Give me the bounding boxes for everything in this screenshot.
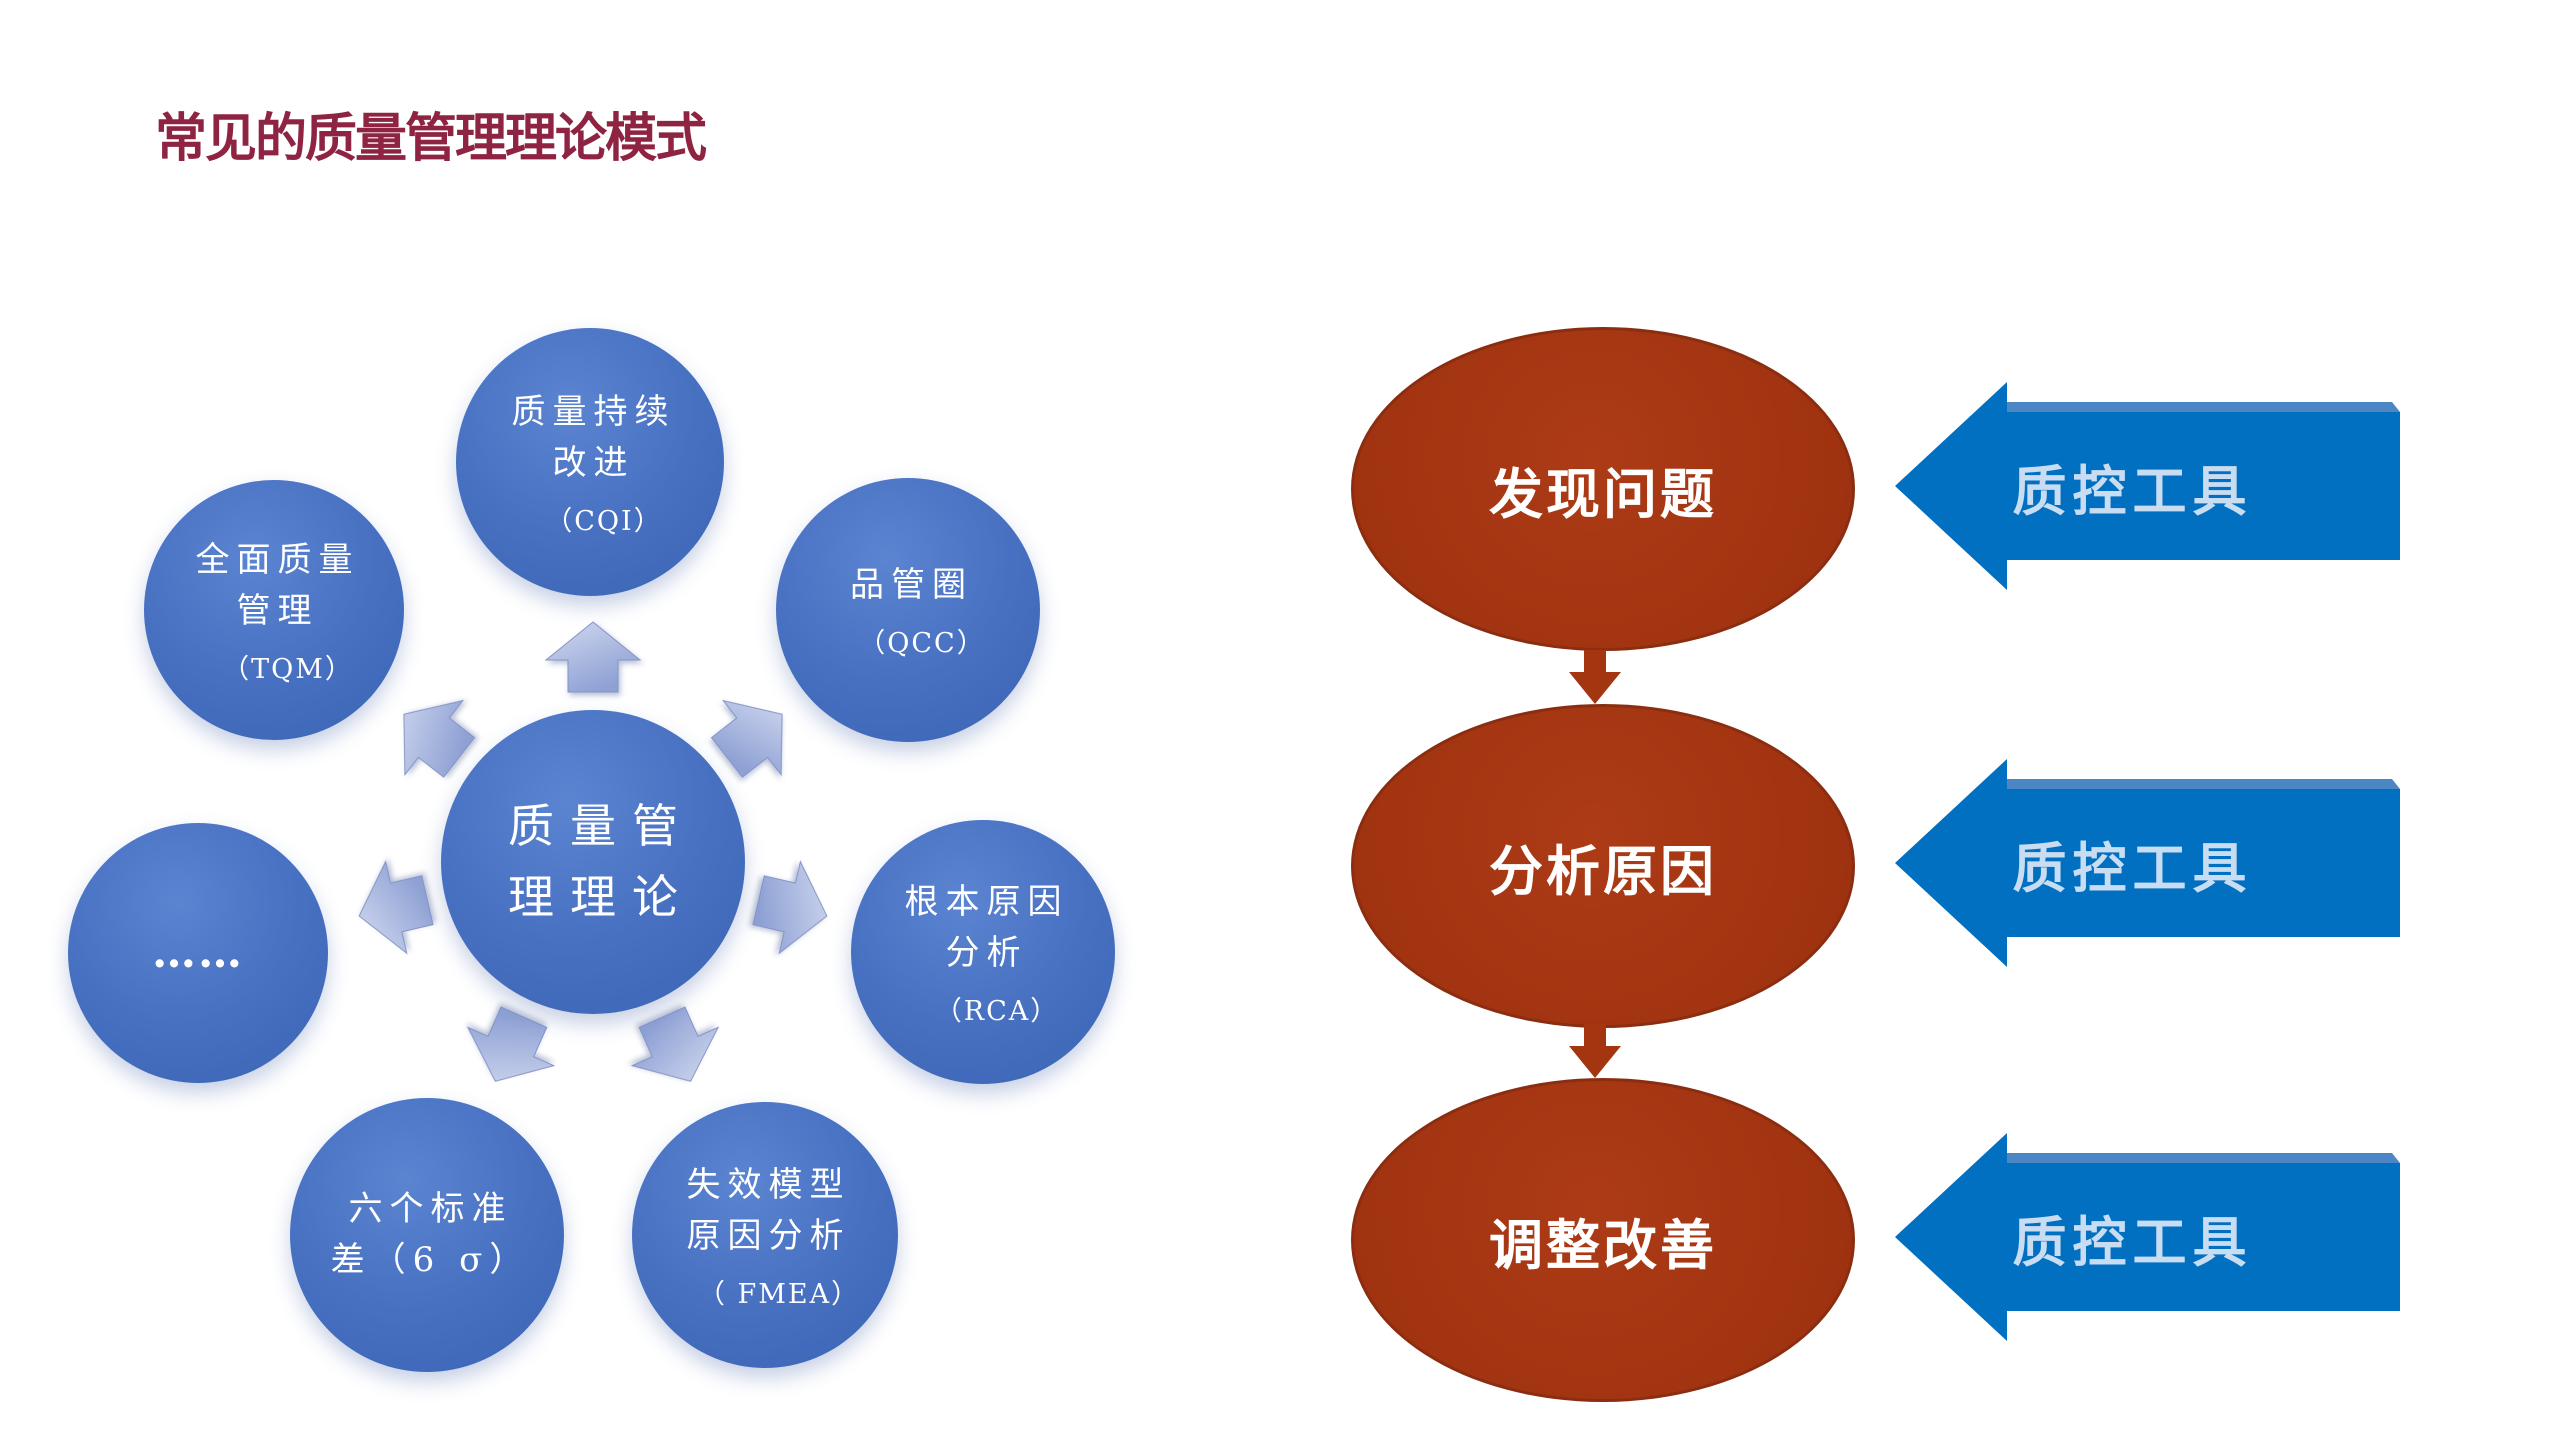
circle-abbr: （TQM） — [222, 653, 354, 685]
hub-circle-fmea: 失效模型 原因分析 （ FMEA） — [632, 1102, 898, 1368]
hub-center-line2: 理理论 — [508, 870, 694, 924]
radial-arrow-left-icon — [347, 851, 440, 965]
hub-circle-center: 质量管 理理论 — [441, 710, 745, 1014]
radial-arrow-upper-right-icon — [695, 674, 813, 797]
tool-arrow-1: 质控工具 — [1895, 374, 2400, 598]
circle-label: 差（6 σ） — [330, 1240, 531, 1280]
radial-arrow-up-icon — [543, 621, 643, 693]
step-ellipse-2: 分析原因 — [1351, 704, 1855, 1028]
left-arrow-icon — [1895, 759, 2400, 967]
tool-label: 质控工具 — [2012, 838, 2253, 899]
circle-label: 根本原因 — [904, 881, 1069, 922]
hub-circle-cqi: 质量持续 改进 （CQI） — [456, 328, 724, 596]
circle-abbr: （CQI） — [545, 505, 663, 537]
left-arrow-icon — [1895, 382, 2400, 590]
step-label: 分析原因 — [1489, 841, 1717, 902]
hub-circle-tqm: 全面质量 管理 （TQM） — [144, 480, 404, 740]
step-ellipse-1: 发现问题 — [1351, 327, 1855, 651]
hub-circle-others: …… — [68, 823, 328, 1083]
circle-label: 分析 — [945, 932, 1028, 973]
down-arrow-icon — [1565, 1024, 1625, 1078]
hub-circle-qcc: 品管圈 （QCC） — [776, 478, 1040, 742]
down-arrow-icon — [1565, 650, 1625, 704]
circle-label: 全面质量 — [195, 539, 360, 580]
radial-arrow-lower-left-icon — [449, 996, 570, 1102]
step-ellipse-3: 调整改善 — [1351, 1078, 1855, 1402]
radial-arrow-lower-right-icon — [616, 996, 737, 1102]
circle-label: 原因分析 — [686, 1215, 851, 1256]
tool-arrow-3: 质控工具 — [1895, 1125, 2400, 1349]
circle-label: 改进 — [552, 442, 635, 483]
circle-label: 管理 — [236, 590, 319, 631]
hub-circle-six-sigma: 六个标准 差（6 σ） — [290, 1098, 564, 1372]
circle-label: 质量持续 — [511, 391, 676, 432]
step-label: 调整改善 — [1489, 1215, 1717, 1276]
hub-center-line1: 质量管 — [508, 798, 694, 853]
circle-abbr: （RCA） — [934, 995, 1060, 1027]
circle-abbr: （QCC） — [858, 628, 986, 659]
circle-label: 六个标准 — [348, 1189, 513, 1229]
circle-label: …… — [152, 927, 244, 978]
radial-arrow-right-icon — [746, 851, 839, 965]
tool-arrow-2: 质控工具 — [1895, 751, 2400, 975]
step-label: 发现问题 — [1489, 464, 1717, 525]
left-arrow-icon — [1895, 1133, 2400, 1341]
radial-arrow-upper-left-icon — [372, 674, 490, 797]
slide-title: 常见的质量管理理论模式 — [155, 110, 707, 168]
hub-circle-rca: 根本原因 分析 （RCA） — [851, 820, 1115, 1084]
circle-label: 品管圈 — [850, 565, 973, 605]
tool-label: 质控工具 — [2012, 1212, 2253, 1273]
tool-label: 质控工具 — [2012, 461, 2253, 522]
circle-abbr: （ FMEA） — [697, 1278, 861, 1310]
circle-label: 失效模型 — [686, 1164, 851, 1205]
